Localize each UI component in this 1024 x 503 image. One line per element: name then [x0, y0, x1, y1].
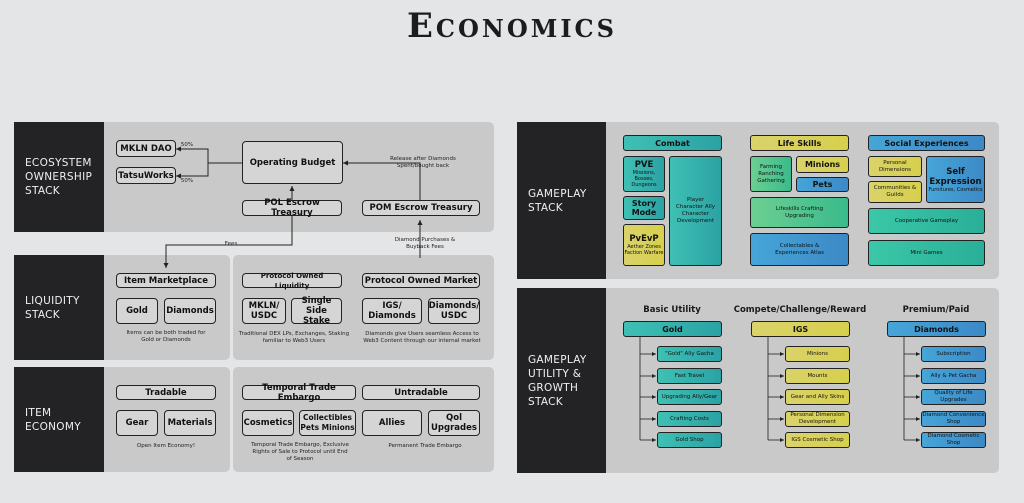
- mkln-dao-box: MKLN DAO: [116, 140, 176, 157]
- igs-item: IGS Cosmetic Shop: [785, 432, 850, 448]
- gameplay-stack-label: GAMEPLAY STACK: [517, 122, 606, 279]
- combat-header: Combat: [623, 135, 722, 151]
- diamond-item: Diamond Cosmetic Shop: [921, 432, 986, 448]
- gold-item: Crafting Costs: [657, 411, 722, 427]
- diamond-item: Quality of Life Upgrades: [921, 389, 986, 405]
- gold-header: Gold: [623, 321, 722, 337]
- pvevp-box: PvEvP Aether Zones Faction Warfare: [623, 224, 665, 266]
- pve-title: PVE: [634, 159, 654, 170]
- mkln-usdc-box: MKLN/ USDC: [242, 298, 286, 324]
- self-expression-subtitle: Furnitures, Cosmetics: [928, 186, 983, 193]
- gold-box: Gold: [116, 298, 158, 324]
- pom-box: Protocol Owned Market: [362, 273, 480, 288]
- pom-escrow-box: POM Escrow Treasury: [362, 200, 480, 216]
- fees-note: Fees: [224, 241, 238, 247]
- gold-item: Fast Travel: [657, 368, 722, 384]
- player-character-box: Player Character Ally Character Developm…: [669, 156, 722, 266]
- single-side-stake-box: Single Side Stake: [291, 296, 342, 326]
- compete-title: Compete/Challenge/Reward: [733, 305, 867, 315]
- temporal-note: Temporal Trade Embargo, Exclusive Rights…: [251, 442, 349, 462]
- tradable-note: Open Item Economy!: [136, 443, 196, 449]
- pvevp-title: PvEvP: [629, 233, 659, 244]
- pct-top: 50%: [180, 142, 194, 148]
- coop-gameplay-box: Cooperative Gameplay: [868, 208, 985, 234]
- item-marketplace-box: Item Marketplace: [116, 273, 216, 288]
- pom-note: Diamonds give Users seamless Access to W…: [363, 331, 481, 344]
- tradable-box: Tradable: [116, 385, 216, 400]
- life-skills-header: Life Skills: [750, 135, 849, 151]
- diamond-purchases-note: Diamond Purchases & Buyback Fees: [394, 237, 456, 250]
- page-title: Economics: [407, 6, 617, 46]
- materials-box: Materials: [164, 410, 216, 436]
- gold-item: Upgrading Ally/Gear: [657, 389, 722, 405]
- untradable-box: Untradable: [362, 385, 480, 400]
- social-header: Social Experiences: [868, 135, 985, 151]
- tatsuworks-box: TatsuWorks: [116, 167, 176, 184]
- pvevp-subtitle: Aether Zones Faction Warfare: [624, 243, 664, 256]
- pol-escrow-box: POL Escrow Treasury: [242, 198, 342, 218]
- temporal-embargo-box: Temporal Trade Embargo: [242, 383, 356, 403]
- collectables-box: Collectables & Experiences Atlas: [750, 233, 849, 266]
- minions-box: Minions: [796, 156, 849, 173]
- pol-note: Traditional DEX LPs, Exchanges, Staking …: [238, 331, 350, 344]
- igs-item: Personal Dimension Development: [785, 411, 850, 427]
- diamonds-header: Diamonds: [887, 321, 986, 337]
- pol-box: Protocol Owned Liquidity: [242, 272, 342, 290]
- basic-utility-title: Basic Utility: [643, 305, 701, 315]
- diamonds-box: Diamonds: [164, 298, 216, 324]
- utility-stack-label: GAMEPLAY UTILITY & GROWTH STACK: [517, 288, 606, 473]
- pct-bottom: 50%: [180, 178, 194, 184]
- gold-item: "Gold" Ally Gacha: [657, 346, 722, 362]
- igs-item: Minions: [785, 346, 850, 362]
- personal-dimensions-box: Personal Dimensions: [868, 156, 922, 177]
- ecosystem-stack-label: ECOSYSTEM OWNERSHIP STACK: [14, 122, 104, 232]
- untradable-note: Permanent Trade Embargo: [388, 443, 462, 449]
- lifeskills-crafting-box: Lifeskills Crafting Upgrading: [750, 197, 849, 228]
- pve-box: PVE Missions, Bosses, Dungeons: [623, 156, 665, 192]
- gold-item: Gold Shop: [657, 432, 722, 448]
- communities-box: Communities & Guilds: [868, 181, 922, 203]
- story-mode-box: Story Mode: [623, 196, 665, 220]
- igs-header: IGS: [751, 321, 850, 337]
- pve-subtitle: Missions, Bosses, Dungeons: [631, 169, 657, 188]
- qol-upgrades-box: Qol Upgrades: [428, 410, 480, 436]
- diamonds-usdc-box: Diamonds/ USDC: [428, 298, 480, 324]
- igs-diamonds-box: IGS/ Diamonds: [362, 298, 422, 324]
- cosmetics-box: Cosmetics: [242, 410, 294, 436]
- release-note: Release after Diamonds Spent/bought back: [390, 156, 456, 169]
- mini-games-box: Mini Games: [868, 240, 985, 266]
- liquidity-stack-label: LIQUIDITY STACK: [14, 255, 104, 360]
- item-economy-label: ITEM ECONOMY: [14, 367, 104, 472]
- igs-item: Mounts: [785, 368, 850, 384]
- collectibles-box: Collectibles Pets Minions: [299, 410, 356, 436]
- self-expression-box: Self Expression Furnitures, Cosmetics: [926, 156, 985, 203]
- farming-box: Farming Ranching Gathering: [750, 156, 792, 192]
- gear-box: Gear: [116, 410, 158, 436]
- pets-box: Pets: [796, 177, 849, 192]
- igs-item: Gear and Ally Skins: [785, 389, 850, 405]
- premium-title: Premium/Paid: [902, 305, 970, 315]
- marketplace-note: Items can be both traded for Gold or Dia…: [126, 330, 206, 343]
- self-expression-title: Self Expression: [929, 166, 982, 187]
- diamond-item: Subscription: [921, 346, 986, 362]
- diamond-item: Ally & Pet Gacha: [921, 368, 986, 384]
- allies-box: Allies: [362, 410, 422, 436]
- operating-budget-box: Operating Budget: [242, 141, 343, 184]
- diamond-item: Diamond Convenience Shop: [921, 411, 986, 427]
